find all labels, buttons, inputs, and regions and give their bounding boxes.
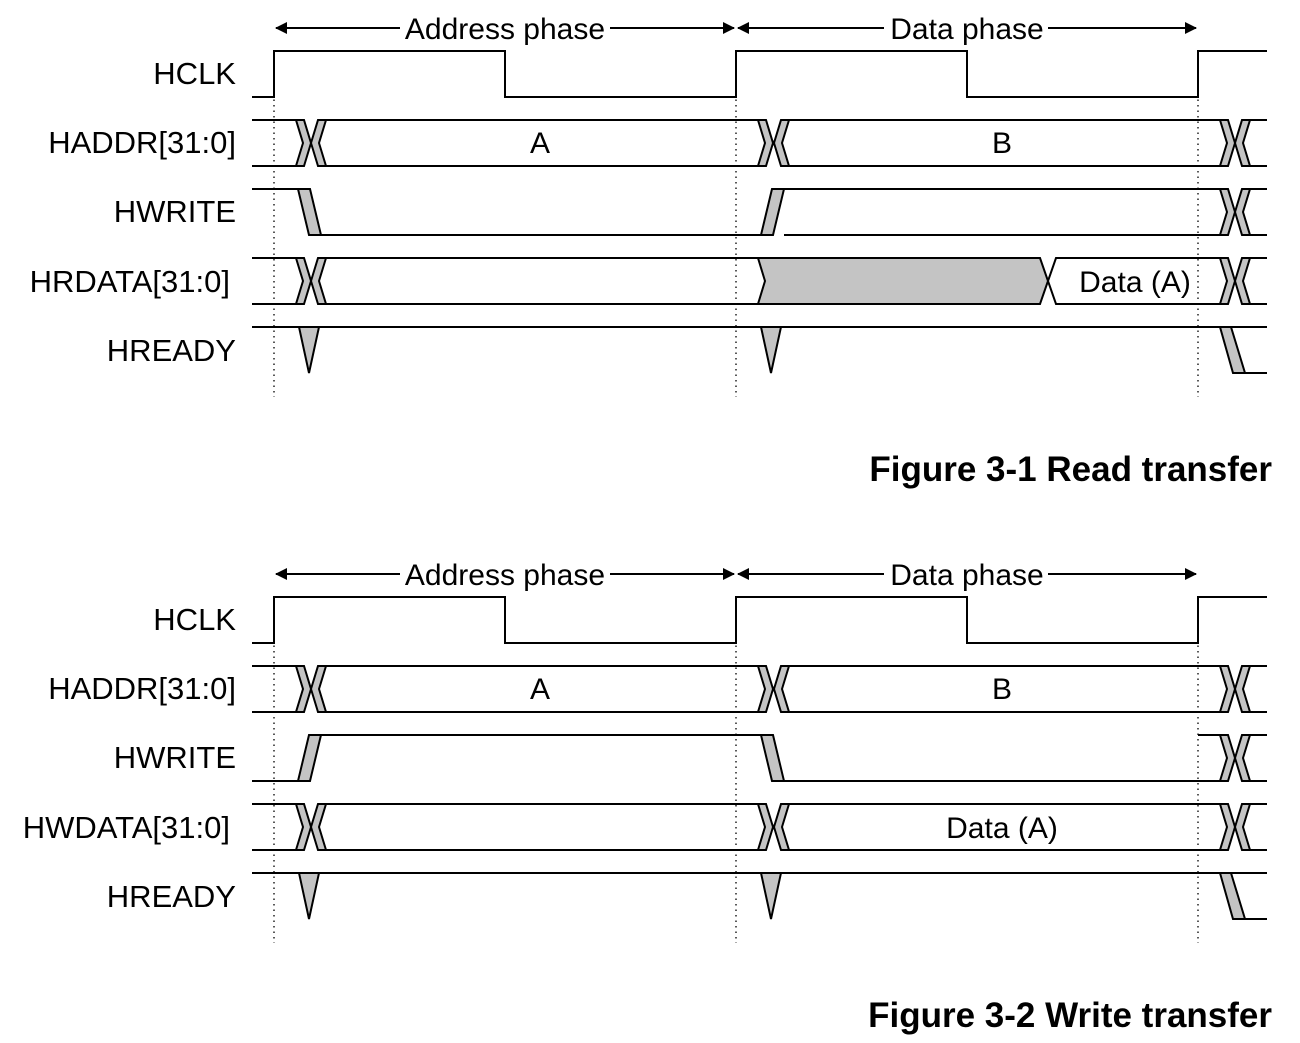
signal-label-haddr: HADDR[31:0] (48, 125, 236, 160)
address-phase-label: Address phase (405, 559, 605, 592)
signal-label-hready: HREADY (107, 879, 236, 914)
hready-waveform (252, 872, 1267, 920)
haddr-value-a: A (530, 673, 550, 706)
data-phase-label: Data phase (890, 559, 1043, 592)
hclk-waveform (252, 596, 1267, 644)
cycle-guides (273, 596, 1199, 943)
signal-label-hclk: HCLK (153, 602, 236, 637)
figure-write-transfer: Address phase Data phase HCLK HADDR[31:0… (23, 559, 1273, 1035)
haddr-waveform: A B (252, 665, 1267, 713)
hrdata-waveform: Data (A) (252, 257, 1267, 305)
phase-arrows: Address phase Data phase (275, 559, 1197, 592)
signal-label-hwdata: HWDATA[31:0] (23, 810, 230, 845)
haddr-value-b: B (992, 127, 1012, 160)
data-phase-label: Data phase (890, 13, 1043, 46)
hwdata-waveform: Data (A) (252, 803, 1267, 851)
signal-label-hwrite: HWRITE (114, 194, 236, 229)
figure-caption: Figure 3-2 Write transfer (868, 996, 1272, 1035)
signal-label-hwrite: HWRITE (114, 740, 236, 775)
cycle-guides (273, 50, 1199, 397)
figure-read-transfer: Address phase Data phase HCLK HADDR[31:0… (30, 13, 1273, 489)
signal-label-hready: HREADY (107, 333, 236, 368)
address-phase-label: Address phase (405, 13, 605, 46)
haddr-value-a: A (530, 127, 550, 160)
signal-label-haddr: HADDR[31:0] (48, 671, 236, 706)
hwdata-value: Data (A) (946, 812, 1058, 845)
signal-label-hrdata: HRDATA[31:0] (30, 264, 230, 299)
hrdata-value: Data (A) (1079, 266, 1191, 299)
hwrite-waveform (252, 734, 1267, 782)
haddr-value-b: B (992, 673, 1012, 706)
signal-label-hclk: HCLK (153, 56, 236, 91)
haddr-waveform: A B (252, 119, 1267, 167)
hclk-waveform (252, 50, 1267, 98)
hready-waveform (252, 326, 1267, 374)
phase-arrows: Address phase Data phase (275, 13, 1197, 46)
figure-caption: Figure 3-1 Read transfer (869, 450, 1272, 489)
hwrite-waveform (252, 188, 1267, 236)
